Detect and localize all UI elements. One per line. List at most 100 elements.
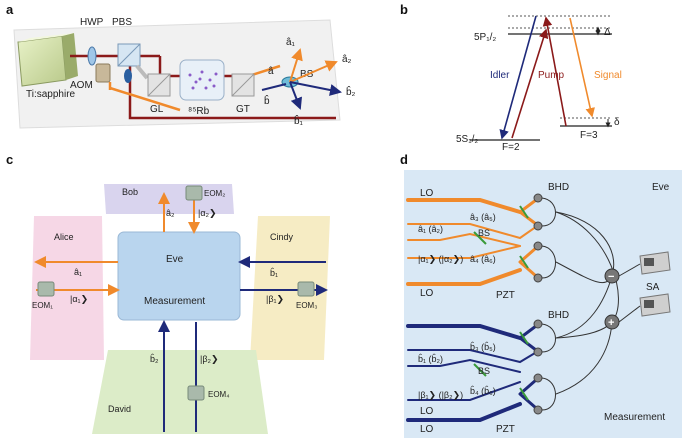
eom1-label: EOM₁ <box>32 301 53 310</box>
gl-label: GL <box>150 104 164 115</box>
sa-label: SA <box>646 282 660 293</box>
delta-cap-label: Δ <box>604 27 611 38</box>
f2-label: F=2 <box>502 142 520 153</box>
alpha-label: |α₁❯ (|α₂❯) <box>418 254 463 265</box>
laser-label: Ti:sapphire <box>26 89 76 100</box>
optical-table <box>13 19 341 129</box>
aom-lens <box>124 69 132 83</box>
f3-label: F=3 <box>580 130 598 141</box>
panel-b: b Δ δ 5P₁/₂ 5S₁/₂ F=2 F=3 Idler Pump Sig… <box>400 2 622 153</box>
measurement-label: Measurement <box>144 296 205 307</box>
eve-label: Eve <box>166 254 184 265</box>
lo-label-2: LO <box>420 288 434 299</box>
eom2-box <box>185 185 203 201</box>
cindy-region <box>250 216 330 360</box>
bhd-lower-wire-1 <box>541 323 556 353</box>
bhd-lower-wire-2 <box>541 377 556 411</box>
b2-output <box>289 81 342 96</box>
a4a6-label: â₄ (â₆) <box>470 254 496 264</box>
pzt-label-1: PZT <box>496 290 515 301</box>
panel-a-letter: a <box>6 2 14 17</box>
bs-lower-mark <box>473 363 487 377</box>
cindy-label: Cindy <box>270 232 294 242</box>
bhd-label-1: BHD <box>548 182 569 193</box>
eom2-label: EOM₂ <box>204 189 225 198</box>
b1b2-label: b̂₁ (b̂₂) <box>418 354 443 364</box>
bhd-label-2: BHD <box>548 310 569 321</box>
beta-label: |β₁❯ (|β₂❯) <box>418 390 463 401</box>
beta2-label: |β₂❯ <box>200 354 219 365</box>
bhd-upper-detectors <box>533 193 543 283</box>
eve-box <box>117 231 241 321</box>
idler-label: Idler <box>490 70 510 81</box>
sa-device-2 <box>639 293 671 317</box>
lo-label-1: LO <box>420 188 434 199</box>
pump-label: Pump <box>538 70 565 81</box>
david-region <box>92 350 268 434</box>
david-label: David <box>108 404 131 414</box>
blue-group <box>406 324 541 422</box>
rb-label: ⁸⁵Rb <box>188 106 210 117</box>
level-5p-label: 5P₁/₂ <box>474 32 496 43</box>
panel-d-letter: d <box>400 152 408 167</box>
laser-ti-sapphire <box>17 33 78 87</box>
wire-to-minus-1 <box>555 211 615 277</box>
beta1-label: |β₁❯ <box>266 294 284 305</box>
signal-arrow <box>569 17 595 118</box>
alpha2-label: |α₂❯ <box>198 208 217 219</box>
panel-b-letter: b <box>400 2 408 17</box>
a1a2-label: â₁ (â₂) <box>418 224 443 234</box>
mirror <box>135 64 149 80</box>
aom-label: AOM <box>70 80 93 91</box>
rb-atoms <box>188 70 218 90</box>
d-eve-label: Eve <box>652 182 670 193</box>
gt-label: GT <box>236 104 250 115</box>
orange-group <box>406 198 541 286</box>
alice-a1-label: â₁ <box>74 267 82 277</box>
lo-label-3: LO <box>420 406 434 417</box>
b1-label: b̂₁ <box>294 113 304 127</box>
a2-output <box>289 60 338 83</box>
idler-arrow <box>499 15 537 140</box>
minus-sign: − <box>608 271 614 283</box>
plus-to-sa <box>618 305 641 323</box>
d-measurement-label: Measurement <box>604 412 665 423</box>
b2-label: b̂₂ <box>346 84 356 98</box>
minus-to-sa <box>618 263 641 277</box>
b3b5-label: b̂₃ (b̂₅) <box>470 342 496 352</box>
bhd-upper-wire-1 <box>541 197 556 227</box>
a2-label: â₂ <box>342 54 352 65</box>
bhd-lower-detectors <box>533 319 543 415</box>
panel-d: d Eve Measurement <box>400 152 682 438</box>
plus-sign: + <box>608 317 614 329</box>
alpha1-label: |α₁❯ <box>70 294 88 305</box>
a1-output <box>289 48 303 83</box>
eom4-box <box>187 385 205 401</box>
orange-beam-1 <box>109 86 181 112</box>
pzt-label-2: PZT <box>496 424 515 435</box>
a1-label: â₁ <box>286 37 296 48</box>
bs-label-2: BS <box>478 366 490 376</box>
eom4-label: EOM₄ <box>208 390 230 399</box>
eom3-label: EOM₃ <box>296 301 317 310</box>
eom3-box <box>297 281 315 297</box>
b4b6-label: b̂₄ (b̂₆) <box>470 386 496 396</box>
bob-a2-label: â₂ <box>166 208 175 218</box>
panel-c: c Bob Alice Cindy David Eve Measurement … <box>6 152 330 434</box>
a3a5-label: â₃ (â₅) <box>470 212 496 222</box>
pbs-label: PBS <box>112 17 132 28</box>
rb-cell <box>179 59 225 101</box>
wire-to-minus-3 <box>555 275 613 339</box>
a-label: â <box>268 66 274 77</box>
hwp-label: HWP <box>80 17 104 28</box>
eve-station-bg <box>404 170 682 438</box>
level-5s-label: 5S₁/₂ <box>456 134 478 145</box>
pump-arrow <box>511 28 549 139</box>
bs-upper-mark <box>473 231 487 245</box>
alice-label: Alice <box>54 232 74 242</box>
david-b2-label: b̂₂ <box>150 354 159 364</box>
panel-a: a Ti:sapphire HWP PBS AOM <box>6 2 356 129</box>
bob-label: Bob <box>122 187 138 197</box>
sa-device-1 <box>639 251 671 275</box>
